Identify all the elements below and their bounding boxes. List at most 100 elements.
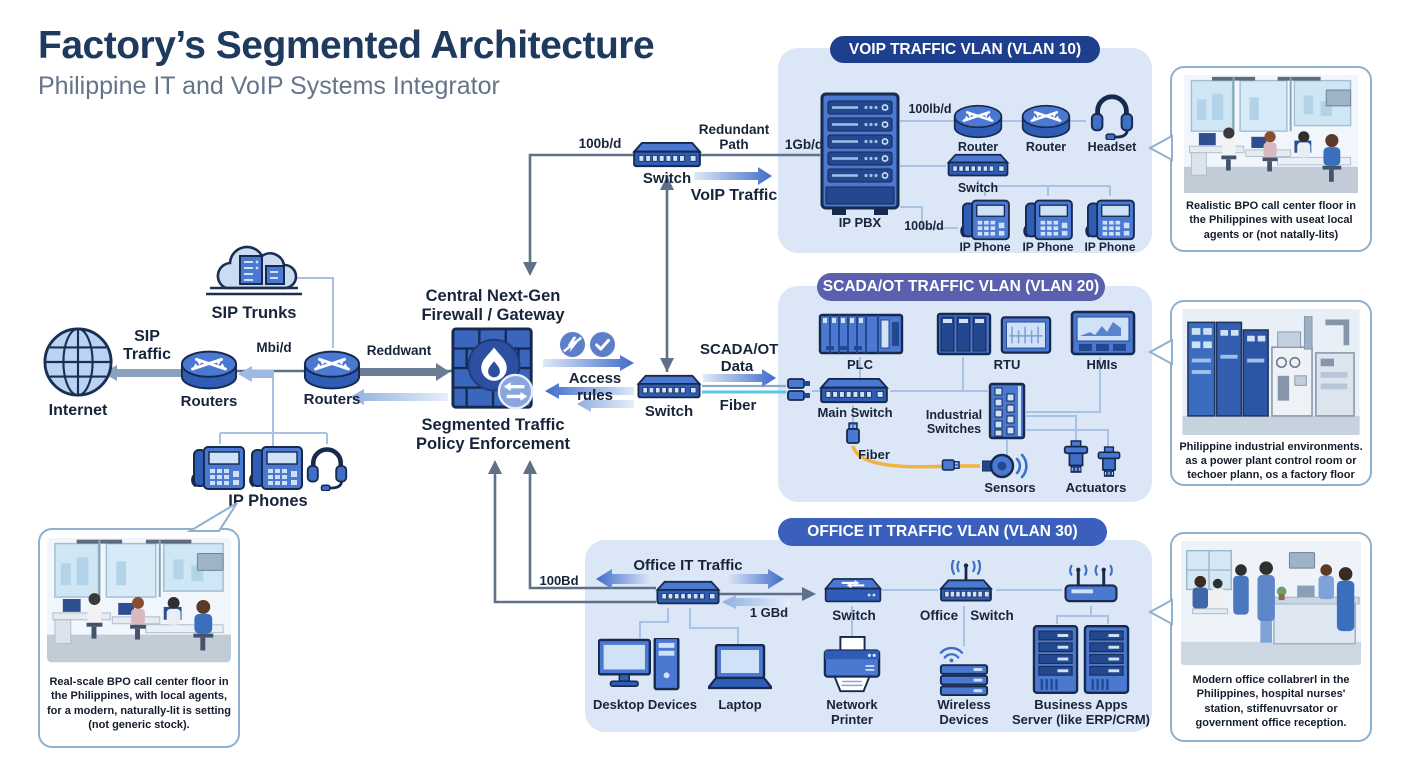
firewall-caption: Segmented Traffic Policy Enforcement [415,416,571,453]
ip-phone-icon [190,442,246,492]
link-100bd-top-label: 100b/d [578,136,622,151]
industrial-switches-label: Industrial Switches [925,408,983,437]
switch-icon [655,580,721,607]
router-icon [1021,103,1071,140]
ip-phone-label: IP Phone [959,240,1011,254]
actuators-label: Actuators [1065,480,1127,495]
scada-data-label: SCADA/OT Data [700,341,779,376]
block-rule-icon [559,331,586,358]
fiber-plug-icon [845,422,861,446]
ip-phone-icon [1022,196,1074,242]
switch-icon [824,576,882,606]
routers-a-label: Routers [180,393,238,410]
internet-label: Internet [48,402,108,419]
voip-traffic-label: VoIP Traffic [690,187,778,204]
rtu-label: RTU [993,357,1021,372]
fiber-connector-icon [786,377,812,403]
server-towers-icon [1032,624,1130,695]
internet-globe-icon [42,326,114,398]
vlan30-header: OFFICE IT TRAFFIC VLAN (VLAN 30) [778,518,1107,546]
caption-panel-bottom-right: Modern office collabrerl in the Philippi… [1170,532,1372,742]
caption-panel-top-right: Realistic BPO call center floor in the P… [1170,66,1372,252]
office-switch-label-a: Office [919,608,959,623]
plc-label: PLC [847,357,873,372]
desktop-icon [598,638,682,695]
redundant-path-label: Redundant Path [698,122,770,153]
caption-text: Realistic BPO call center floor in the P… [1186,200,1356,241]
access-rules-label: Access rules [568,370,622,405]
desktop-devices-label: Desktop Devices [592,697,698,712]
ip-phone-label: IP Phone [1022,240,1074,254]
router-icon [953,103,1003,140]
vlan20-header-label: SCADA/OT TRAFFIC VLAN (VLAN 20) [822,278,1100,295]
headset-icon [305,441,349,491]
vlan10-header: VOIP TRAFFIC VLAN (VLAN 10) [830,36,1100,63]
vlan10-header-label: VOIP TRAFFIC VLAN (VLAN 10) [848,40,1082,58]
network-printer-label: Network Printer [826,697,878,727]
industrial-switch-icon [988,382,1026,440]
sip-trunks-cloud-icon [204,242,304,304]
main-switch-label: Main Switch [817,405,893,420]
router-icon [180,348,238,392]
caption-text: Modern office collabrerl in the Philippi… [1192,674,1350,729]
vlan10-router-a-label: Router [957,140,999,154]
main-switch-icon [818,377,890,406]
actuator-icon [1060,440,1092,474]
sensor-icon [982,450,1028,482]
vlan10-switch-label: Switch [957,181,999,195]
router-icon [303,348,361,392]
vlan30-switch-label: Switch [832,608,876,623]
laptop-icon [708,644,772,692]
caption-text: Real-scale BPO call center floor in the … [47,676,231,731]
link-100lbd-label: 100lb/d [908,102,952,116]
caption-text: Philippine industrial environments. as a… [1179,441,1363,482]
office-switch-label-b: Switch [970,608,1014,623]
fiber-plug-icon [940,458,960,472]
link-100bd-office-label: 100Bd [539,573,579,588]
wireless-devices-label: Wireless Devices [937,697,991,727]
office-illustration [1179,541,1363,665]
ip-pbx-label: IP PBX [838,215,882,230]
office-it-traffic-label: Office IT Traffic [633,557,743,574]
headset-icon [1089,88,1135,140]
link-1gbd-office-label: 1 GBd [749,605,789,620]
wireless-devices-icon [934,644,994,696]
ip-phone-icon [248,442,304,492]
link-reddwant-label: Reddwant [366,343,432,358]
caption-panel-bottom-left: Real-scale BPO call center floor in the … [38,528,240,748]
industrial-illustration [1179,309,1363,435]
top-switch-label: Switch [642,170,692,187]
fiber-link-label: Fiber [719,397,757,414]
link-mbid-label: Mbi/d [256,340,292,355]
bpo-illustration [1179,75,1363,193]
plc-icon [818,312,904,356]
vlan20-fiber-label: Fiber [858,447,890,462]
hmi-icon [1070,310,1136,356]
headset-label: Headset [1087,140,1137,154]
bpo-illustration [47,537,231,663]
switch-icon [946,153,1010,179]
business-server-label: Business Apps Server (like ERP/CRM) [1012,697,1150,727]
caption-panel-mid-right: Philippine industrial environments. as a… [1170,300,1372,486]
sip-traffic-label: SIP Traffic [122,328,171,364]
ip-phones-label: IP Phones [228,492,308,510]
rtu-panel-icon [1000,315,1052,355]
vlan10-uplink-label: 1Gb/d [784,137,824,152]
wireless-router-icon [1062,562,1120,607]
firewall-icon [450,326,540,416]
office-switch-icon [938,560,994,608]
firewall-title: Central Next-Gen Firewall / Gateway [421,287,565,324]
rtu-rack-icon [936,312,992,356]
actuator-icon [1094,446,1124,478]
switch-icon [632,141,702,170]
hmis-label: HMIs [1086,357,1118,372]
ip-phone-icon [959,196,1011,242]
vlan30-header-label: OFFICE IT TRAFFIC VLAN (VLAN 30) [807,523,1078,540]
routers-b-label: Routers [303,391,361,408]
page-subtitle: Philippine IT and VoIP Systems Integrato… [38,72,500,100]
scada-switch-label: Switch [644,403,694,420]
ip-pbx-icon [818,92,902,216]
printer-icon [820,636,884,696]
